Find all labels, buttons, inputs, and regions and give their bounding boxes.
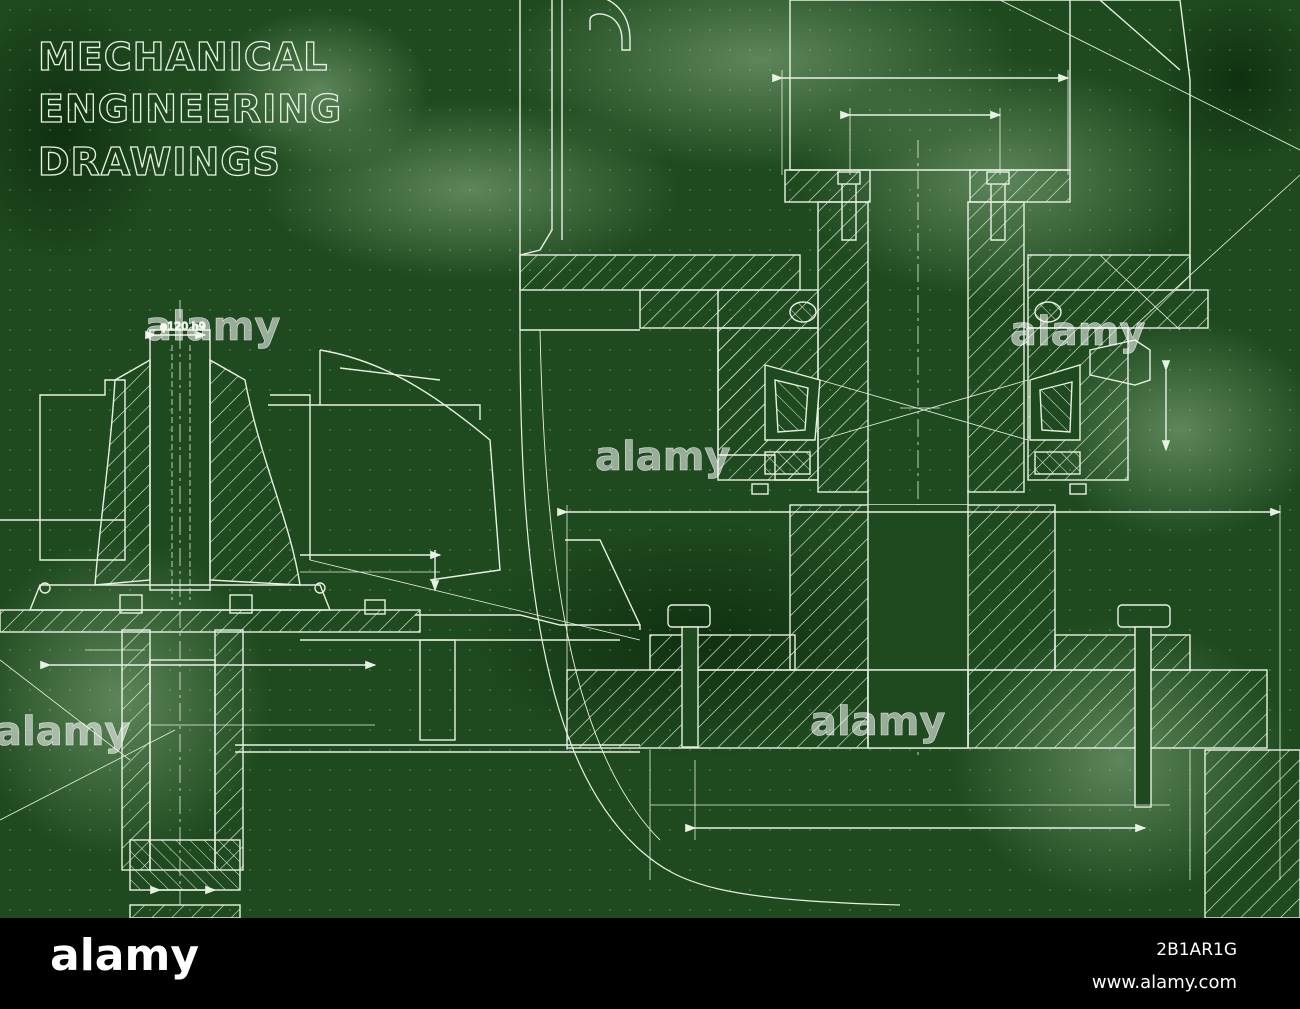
- engineering-drawing: MECHANICAL ENGINEERING DRAWINGS: [0, 0, 1300, 918]
- watermark-4: alamy: [0, 709, 130, 755]
- title-line-3: DRAWINGS: [38, 140, 281, 184]
- title-block: MECHANICAL ENGINEERING DRAWINGS: [37, 34, 342, 184]
- image-id: 2B1AR1G: [1156, 940, 1237, 960]
- alamy-logo: alamy: [50, 930, 199, 981]
- watermark-1: alamy: [145, 304, 280, 350]
- title-line-2: ENGINEERING: [38, 87, 342, 131]
- stock-footer-bar: [0, 918, 1300, 1009]
- right-assembly: [519, 0, 1300, 918]
- watermark-2: alamy: [595, 434, 730, 480]
- watermark-3: alamy: [1010, 309, 1145, 355]
- watermarks: alamy alamy alamy alamy alamy: [0, 304, 1146, 756]
- left-assembly: φ120 h9: [0, 300, 641, 918]
- blueprint-illustration: MECHANICAL ENGINEERING DRAWINGS: [0, 0, 1300, 918]
- diameter-label: φ120 h9: [160, 320, 206, 333]
- watermark-5: alamy: [810, 699, 945, 745]
- site-url: www.alamy.com: [1091, 972, 1237, 993]
- title-line-1: MECHANICAL: [38, 35, 328, 79]
